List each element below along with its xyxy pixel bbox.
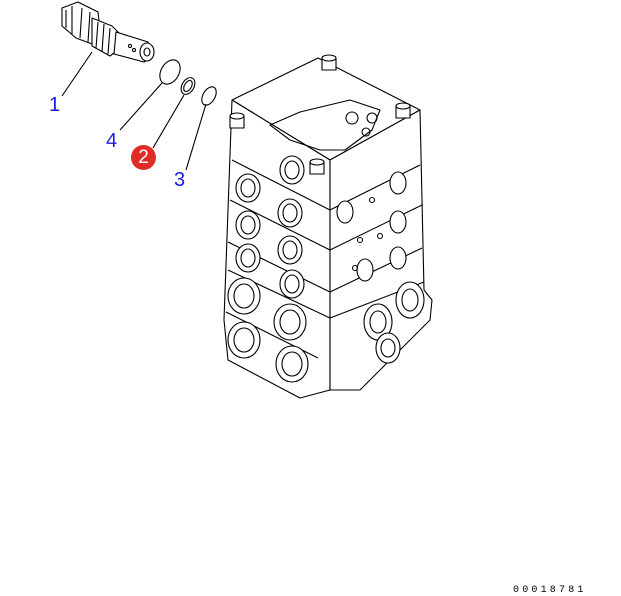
drawing-code: 00018781 [513, 585, 587, 596]
callout-4[interactable]: 4 [106, 130, 118, 152]
callout-2-highlighted[interactable]: 2 [131, 145, 156, 170]
callout-3[interactable]: 3 [174, 169, 186, 191]
part-4-o-ring [159, 59, 181, 85]
control-valve-body [223, 54, 433, 399]
callout-1[interactable]: 1 [49, 94, 61, 116]
part-2-backup-ring [180, 77, 196, 95]
part-1-valve [61, 1, 155, 63]
part-3-o-ring [201, 86, 217, 106]
leader-lines [61, 51, 207, 171]
